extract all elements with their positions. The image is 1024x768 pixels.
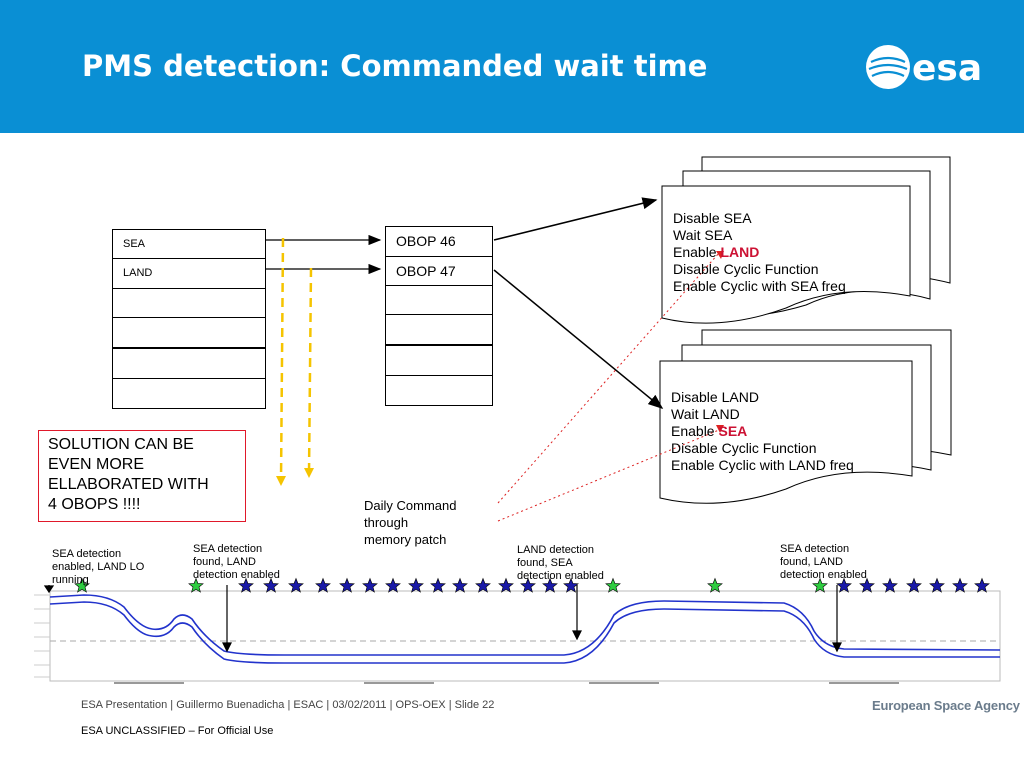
diagram-lines — [266, 156, 952, 522]
obop-table-cell — [385, 285, 493, 316]
blue-star-icon — [339, 577, 355, 593]
doc-land-line1: Disable LAND — [671, 389, 759, 405]
green-star-icon — [605, 577, 621, 593]
blue-star-icon — [238, 577, 254, 593]
doc-sea-text: Disable SEA Wait SEA Enable LAND Disable… — [673, 210, 846, 295]
solution-line: SOLUTION CAN BE — [48, 436, 194, 453]
footer-agency: European Space Agency — [872, 698, 1020, 713]
obop-table-cell: OBOP 47 — [385, 256, 493, 287]
green-star-icon — [707, 577, 723, 593]
blue-star-icon — [498, 577, 514, 593]
doc-sea-enable-target: LAND — [720, 244, 760, 260]
doc-land-line5: Enable Cyclic with LAND freq — [671, 457, 854, 473]
blue-star-icon — [882, 577, 898, 593]
trace-upper — [49, 594, 1001, 656]
arrow-obop47-doc — [493, 269, 664, 409]
red-dotted-1 — [497, 252, 720, 504]
blue-star-icon — [542, 577, 558, 593]
daily-command-label: Daily Command through memory patch — [364, 498, 457, 547]
doc-stack-sea — [661, 156, 951, 324]
blue-star-icon — [520, 577, 536, 593]
footer-info: ESA Presentation | Guillermo Buenadicha … — [81, 699, 495, 711]
telemetry-plot — [34, 585, 1001, 684]
left-table-cell: LAND — [112, 258, 266, 289]
esa-logo: esa — [866, 45, 982, 89]
blue-star-icon — [563, 577, 579, 593]
left-table-cell — [112, 348, 266, 379]
doc-stack-land — [659, 329, 952, 504]
doc-land-line2: Wait LAND — [671, 406, 740, 422]
doc-sea-line5: Enable Cyclic with SEA freq — [673, 278, 846, 294]
blue-star-icon — [452, 577, 468, 593]
green-star-icon — [74, 577, 90, 593]
blue-star-icon — [385, 577, 401, 593]
doc-land-line4: Disable Cyclic Function — [671, 440, 817, 456]
solution-box: SOLUTION CAN BE EVEN MORE ELLABORATED WI… — [38, 430, 246, 522]
trace-lower — [49, 601, 1000, 664]
blue-star-icon — [475, 577, 491, 593]
left-table-cell — [112, 378, 266, 409]
doc-sea-line1: Disable SEA — [673, 210, 752, 226]
doc-sea-line2: Wait SEA — [673, 227, 733, 243]
doc-land-line3: Enable SEA — [671, 423, 748, 439]
blue-star-icon — [929, 577, 945, 593]
green-star-icon — [812, 577, 828, 593]
solution-line: 4 OBOPS !!!! — [48, 496, 141, 513]
slide-header — [0, 0, 1024, 133]
doc-sea-line3: Enable LAND — [673, 244, 760, 260]
obop-table-cell — [385, 375, 493, 406]
blue-star-icon — [859, 577, 875, 593]
solution-line: EVEN MORE — [48, 456, 145, 473]
footer-classification: ESA UNCLASSIFIED – For Official Use — [81, 725, 274, 737]
blue-star-icon — [315, 577, 331, 593]
solution-line: ELLABORATED WITH — [48, 476, 209, 493]
detection-stars — [74, 577, 990, 593]
blue-star-icon — [430, 577, 446, 593]
obop-table-cell — [385, 314, 493, 345]
blue-star-icon — [408, 577, 424, 593]
slide-title: PMS detection: Commanded wait time — [82, 49, 708, 83]
yellow-dash-2 — [307, 267, 313, 475]
blue-star-icon — [974, 577, 990, 593]
blue-star-icon — [362, 577, 378, 593]
arrow-obop46-doc — [493, 197, 658, 241]
blue-star-icon — [952, 577, 968, 593]
left-table-cell — [112, 317, 266, 348]
blue-star-icon — [836, 577, 852, 593]
yellow-dash-1 — [279, 237, 285, 483]
doc-land-enable-target: SEA — [718, 423, 748, 439]
doc-sea-line4: Disable Cyclic Function — [673, 261, 819, 277]
blue-star-icon — [288, 577, 304, 593]
blue-star-icon — [263, 577, 279, 593]
blue-star-icon — [906, 577, 922, 593]
esa-logo-text: esa — [912, 48, 982, 89]
doc-land-text: Disable LAND Wait LAND Enable SEA Disabl… — [671, 389, 854, 474]
obop-table-cell — [385, 345, 493, 376]
green-star-icon — [188, 577, 204, 593]
